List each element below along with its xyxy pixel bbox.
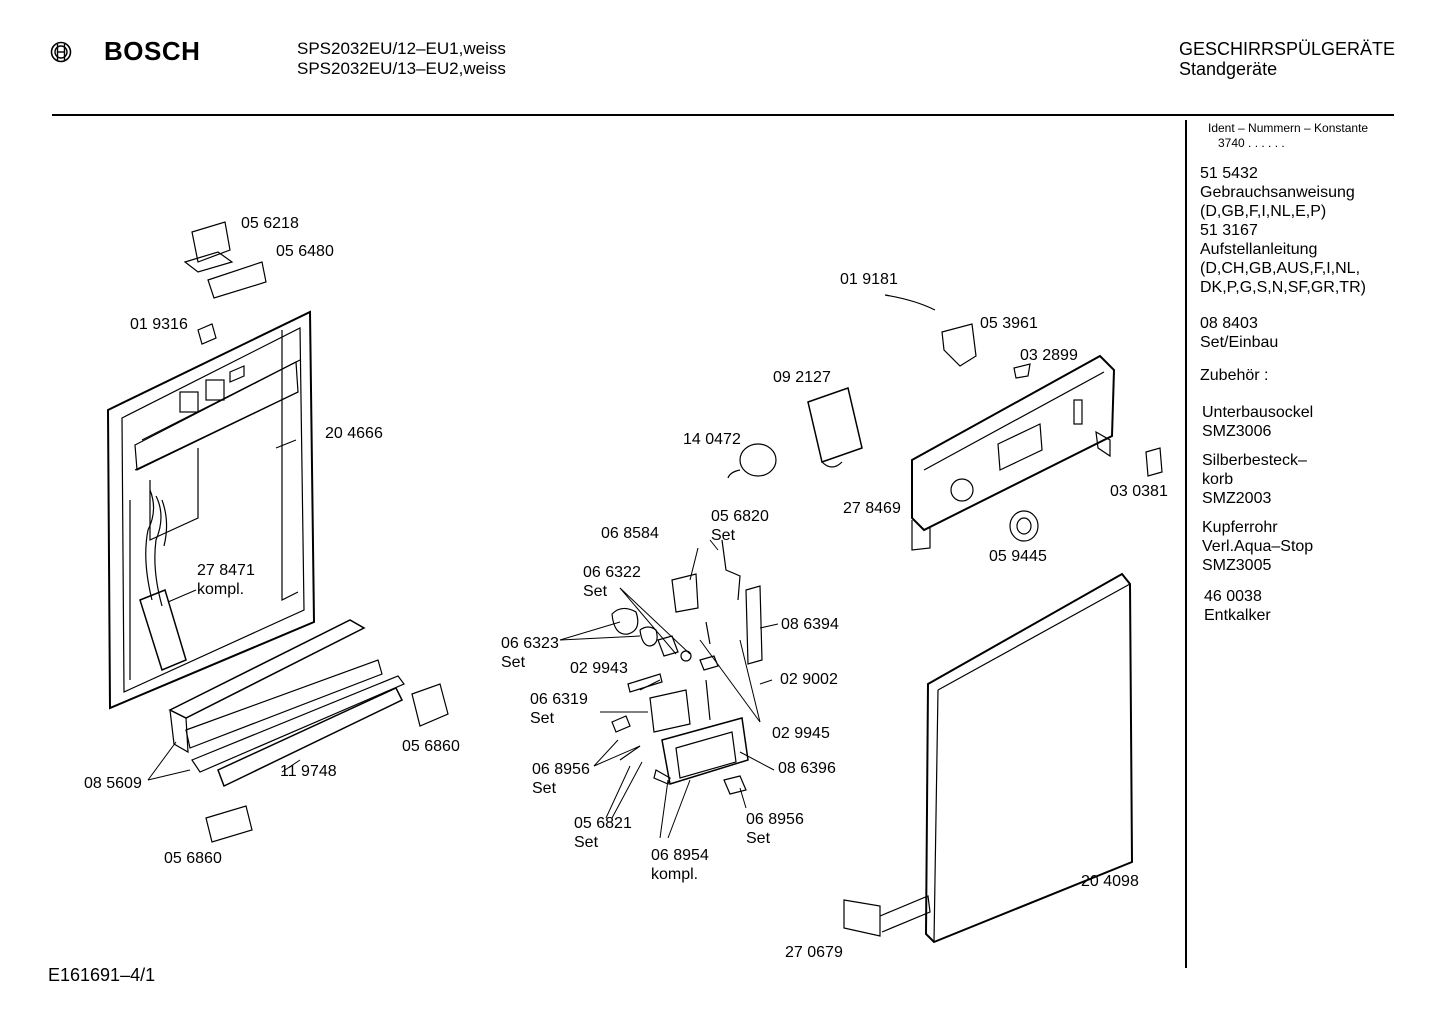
part-label: 08 5609 [84, 775, 142, 792]
category-subtitle: Standgeräte [1179, 59, 1278, 79]
part-label: 11 9748 [280, 763, 337, 780]
part-label: Set [746, 830, 771, 847]
part-label: Set [583, 583, 608, 600]
part-label: 08 6396 [778, 760, 836, 777]
brand-name: BOSCH [104, 36, 201, 66]
drum-140472 [727, 443, 777, 479]
part-label: kompl. [197, 581, 245, 598]
part-label: 05 6821 [574, 815, 632, 832]
ident-title: Ident – Nummern – Konstante [1208, 121, 1369, 135]
inner-door-frame [106, 310, 316, 710]
sidebar-block-set: 08 8403 Set/Einbau [1200, 315, 1279, 351]
model-line-1: SPS2032EU/12–EU1,weiss [297, 39, 506, 58]
part-label: 02 9945 [772, 725, 830, 742]
door-cable-set [139, 489, 187, 672]
part-label: Set [532, 780, 557, 797]
knob-059445 [1009, 510, 1039, 542]
part-label: 05 6480 [276, 243, 334, 260]
part-label: 20 4098 [1081, 873, 1139, 890]
foot-056860-right [411, 683, 449, 727]
bracket-053961 [941, 323, 977, 367]
part-label: 03 2899 [1020, 347, 1078, 364]
part-label: 27 8469 [843, 500, 901, 517]
part-label: 01 9181 [840, 271, 898, 288]
latch-056218 [183, 221, 234, 273]
part-label: Set [574, 834, 599, 851]
part-label: 05 9445 [989, 548, 1047, 565]
programmer-092127 [807, 387, 863, 468]
part-label: Set [501, 654, 526, 671]
category-block: GESCHIRRSPÜLGERÄTE Standgeräte [1179, 39, 1395, 79]
sidebar: Ident – Nummern – Konstante 3740 . . . .… [1200, 121, 1400, 625]
ident-value: 3740 . . . . . . [1218, 136, 1285, 150]
part-label: 06 8584 [601, 525, 659, 542]
part-label: 01 9316 [130, 316, 188, 333]
model-line-2: SPS2032EU/13–EU2,weiss [297, 59, 506, 78]
part-label: 05 6860 [164, 850, 222, 867]
part-label: 20 4666 [325, 425, 383, 442]
leader-lines [147, 439, 779, 839]
part-label: 27 8471 [197, 562, 255, 579]
sidebar-block-manuals: 51 5432 Gebrauchsanweisung (D,GB,F,I,NL,… [1200, 165, 1366, 296]
bracket-056480 [207, 261, 267, 299]
lock-assembly [611, 539, 763, 795]
bosch-armature-icon [50, 41, 72, 62]
sidebar-block-cutlery: Silberbesteck– korb SMZ2003 [1202, 452, 1307, 507]
bosch-logo: BOSCH [50, 36, 200, 67]
part-label: kompl. [651, 866, 699, 883]
part-label: 05 3961 [980, 315, 1038, 332]
drawing-code: E161691–4/1 [48, 965, 156, 985]
sidebar-divider [1185, 120, 1187, 968]
part-label: 06 6323 [501, 635, 559, 652]
part-label: 02 9943 [570, 660, 628, 677]
wire-019181 [884, 294, 936, 311]
clip-019316 [197, 323, 217, 345]
part-label: 06 8956 [532, 761, 590, 778]
part-label: Set [711, 527, 736, 544]
foot-056860-left [205, 805, 253, 843]
part-label: 27 0679 [785, 944, 843, 961]
part-label: 02 9002 [780, 671, 838, 688]
part-label: 05 6218 [241, 215, 299, 232]
part-label: 03 0381 [1110, 483, 1168, 500]
sidebar-block-pipe: Kupferrohr Verl.Aqua–Stop SMZ3005 [1202, 519, 1314, 574]
sidebar-block-plinth: Unterbausockel SMZ3006 [1202, 404, 1314, 440]
header-rule [52, 114, 1394, 116]
sidebar-block-descaler: 46 0038 Entkalker [1204, 588, 1271, 624]
knob-032899 [1013, 363, 1031, 379]
front-door-204098 [924, 572, 1134, 944]
control-panel-278469 [911, 354, 1116, 551]
part-label: 14 0472 [683, 431, 741, 448]
model-list: SPS2032EU/12–EU1,weiss SPS2032EU/13–EU2,… [297, 39, 506, 79]
part-label: 06 6319 [530, 691, 588, 708]
part-label: 08 6394 [781, 616, 839, 633]
hinge-270679 [843, 895, 931, 937]
part-label: 06 8956 [746, 811, 804, 828]
part-label: 05 6860 [402, 738, 460, 755]
clip-030381 [1145, 447, 1163, 477]
part-label: 06 8954 [651, 847, 709, 864]
part-label: Set [530, 710, 555, 727]
sidebar-block-accessories: Zubehör : [1200, 367, 1269, 384]
part-label: 05 6820 [711, 508, 769, 525]
trim-rail [168, 619, 405, 788]
part-label: 06 6322 [583, 564, 641, 581]
part-label: 09 2127 [773, 369, 831, 386]
category-title: GESCHIRRSPÜLGERÄTE [1179, 39, 1396, 59]
